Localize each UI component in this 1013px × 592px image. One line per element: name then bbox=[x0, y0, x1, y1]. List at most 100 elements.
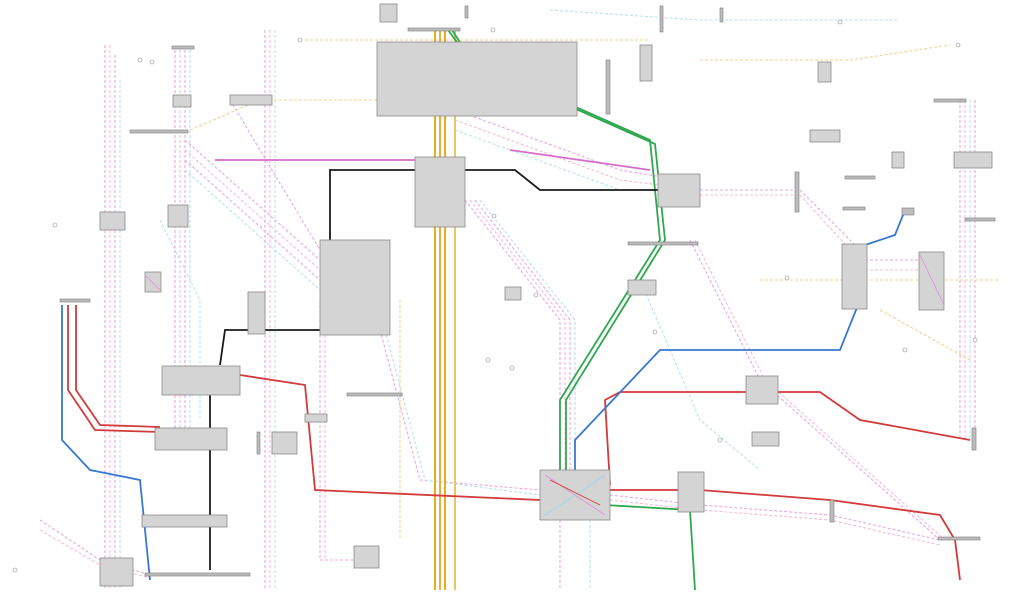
route-line bbox=[640, 280, 760, 470]
station-hub bbox=[248, 292, 265, 334]
stop-marker bbox=[785, 276, 789, 280]
station-hub bbox=[377, 42, 577, 116]
route-line bbox=[690, 240, 940, 540]
route-line bbox=[550, 10, 900, 20]
platform-bar bbox=[130, 130, 188, 133]
platform-bar bbox=[938, 537, 980, 540]
platform-bar bbox=[145, 573, 250, 576]
stop-marker bbox=[492, 214, 496, 218]
route-line bbox=[575, 300, 860, 520]
station-hub bbox=[230, 95, 272, 105]
route-line bbox=[185, 170, 320, 290]
route-line bbox=[185, 160, 320, 280]
route-line bbox=[695, 240, 945, 540]
route-line bbox=[76, 305, 160, 427]
route-line bbox=[605, 392, 970, 485]
station-hub bbox=[678, 472, 704, 512]
route-line bbox=[330, 170, 660, 240]
station-hub bbox=[272, 432, 297, 454]
platform-bar bbox=[257, 432, 260, 454]
route-line bbox=[385, 330, 540, 495]
stop-marker bbox=[510, 366, 514, 370]
route-line bbox=[700, 45, 950, 60]
platform-bar bbox=[795, 172, 799, 212]
platform-bar bbox=[606, 60, 610, 114]
route-line bbox=[610, 490, 960, 580]
stop-marker bbox=[298, 38, 302, 42]
platform-bar bbox=[845, 176, 875, 179]
station-hub bbox=[842, 244, 867, 309]
route-line bbox=[455, 120, 660, 185]
route-line bbox=[40, 520, 150, 575]
stop-marker bbox=[150, 60, 154, 64]
platform-bar bbox=[408, 28, 460, 31]
stop-marker bbox=[718, 438, 722, 442]
station-hub bbox=[818, 62, 831, 82]
platform-bar bbox=[934, 99, 966, 102]
stop-marker bbox=[138, 58, 142, 62]
station-hub bbox=[746, 376, 778, 404]
station-hub bbox=[640, 45, 652, 81]
platform-bar bbox=[972, 428, 976, 450]
platform-bar bbox=[660, 6, 663, 32]
station-hub bbox=[155, 428, 227, 450]
stop-marker bbox=[653, 330, 657, 334]
station-hub bbox=[954, 152, 992, 168]
station-hub bbox=[168, 205, 188, 227]
station-hub bbox=[354, 546, 379, 568]
platform-bar bbox=[465, 6, 468, 18]
stop-marker bbox=[838, 20, 842, 24]
route-line bbox=[185, 140, 320, 260]
station-hub bbox=[100, 212, 125, 230]
station-hub bbox=[162, 366, 240, 395]
route-line bbox=[40, 530, 150, 578]
stop-marker bbox=[534, 293, 538, 297]
platform-bar bbox=[172, 46, 194, 49]
station-hubs bbox=[100, 4, 992, 586]
stop-marker bbox=[956, 43, 960, 47]
station-hub bbox=[892, 152, 904, 168]
station-hub bbox=[628, 280, 656, 295]
stop-marker bbox=[53, 223, 57, 227]
stop-marker bbox=[486, 358, 490, 362]
station-hub bbox=[658, 174, 700, 207]
stop-marker bbox=[973, 338, 977, 342]
station-hub bbox=[142, 515, 227, 527]
station-hub bbox=[100, 558, 133, 586]
station-hub bbox=[320, 240, 390, 335]
station-hub bbox=[810, 130, 840, 142]
route-line bbox=[190, 100, 380, 130]
route-line bbox=[475, 200, 570, 470]
route-line bbox=[470, 200, 565, 470]
stop-marker bbox=[903, 348, 907, 352]
route-line bbox=[68, 305, 160, 432]
station-hub bbox=[305, 414, 327, 422]
platform-bar bbox=[628, 242, 698, 245]
route-line bbox=[605, 505, 695, 590]
station-hub bbox=[505, 287, 521, 300]
route-line bbox=[880, 310, 970, 360]
route-line bbox=[700, 195, 855, 255]
platform-bar bbox=[902, 208, 914, 215]
platform-bar bbox=[347, 393, 402, 396]
route-line bbox=[455, 130, 660, 190]
platform-bar bbox=[60, 299, 90, 302]
stop-marker bbox=[491, 28, 495, 32]
platform-bar bbox=[965, 218, 995, 221]
stop-marker bbox=[13, 568, 17, 572]
route-line bbox=[865, 210, 905, 245]
route-line bbox=[380, 330, 540, 490]
platform-bar bbox=[843, 207, 865, 210]
station-hub bbox=[380, 4, 397, 22]
route-line bbox=[185, 150, 320, 270]
station-hub bbox=[752, 432, 779, 446]
route-line bbox=[510, 150, 650, 170]
platform-bar bbox=[720, 8, 723, 22]
platform-bar bbox=[830, 500, 834, 522]
route-line bbox=[700, 190, 860, 250]
station-hub bbox=[173, 95, 191, 107]
route-line bbox=[610, 500, 940, 545]
route-line bbox=[320, 300, 360, 560]
station-hub bbox=[415, 157, 465, 227]
